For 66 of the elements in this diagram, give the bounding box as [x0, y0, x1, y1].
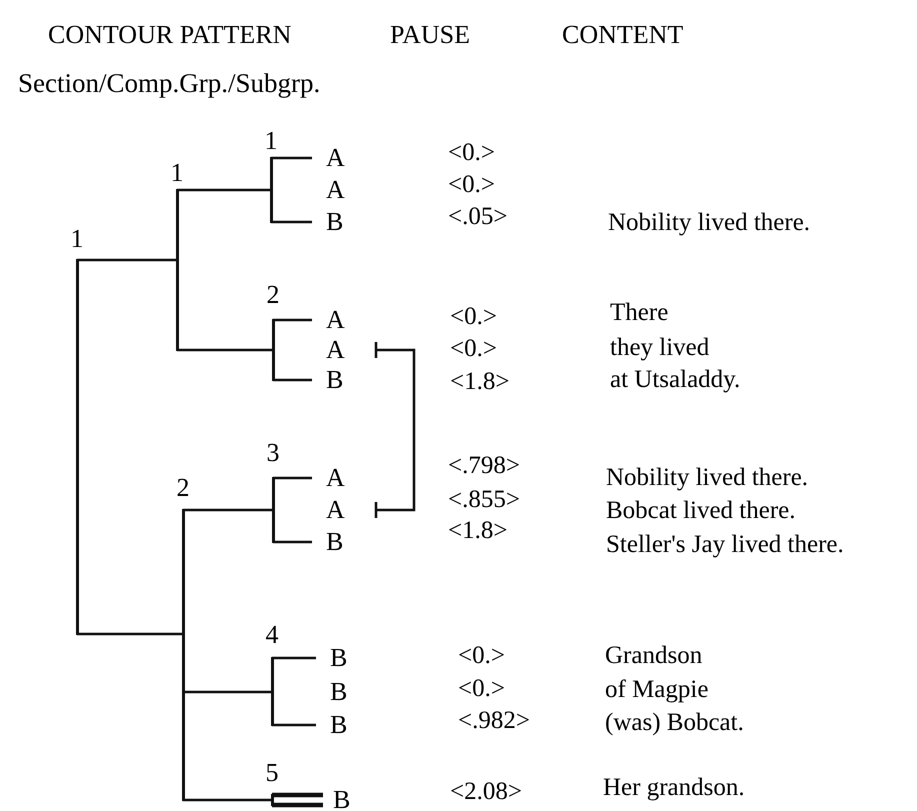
subgroup-letter: A — [326, 465, 346, 491]
content-text: they lived — [610, 333, 710, 363]
tree-line — [77, 632, 183, 636]
branch-number: 3 — [266, 440, 280, 466]
pause-value: <1.8> — [448, 516, 508, 546]
tree-line — [183, 508, 273, 512]
tree-line — [270, 792, 326, 808]
pause-value: <.855> — [448, 485, 520, 515]
content-text: Her grandson. — [603, 773, 745, 803]
pause-value: <.982> — [458, 706, 530, 736]
content-text: Nobility lived there. — [606, 463, 808, 493]
content-text: Bobcat lived there. — [606, 496, 796, 526]
tree-line — [77, 258, 177, 262]
branch-number: 1 — [264, 128, 278, 154]
pause-value: <0.> — [450, 302, 497, 332]
column-heading: CONTOUR PATTERN — [48, 20, 292, 50]
branch-number: 5 — [264, 760, 280, 786]
branch-number: 2 — [176, 475, 190, 501]
subgroup-letter: B — [330, 712, 348, 738]
tree-line — [272, 724, 316, 726]
pause-value: <0.> — [450, 334, 497, 364]
branch-number: 2 — [266, 282, 280, 308]
subgroup-letter: B — [330, 679, 348, 705]
tree-line — [273, 476, 312, 480]
branch-number: 4 — [264, 622, 280, 648]
content-text: Steller's Jay lived there. — [606, 530, 844, 560]
pause-value: <2.08> — [450, 777, 522, 807]
content-text: Grandson — [605, 641, 702, 671]
subgroup-letter: B — [326, 209, 344, 235]
tree-line — [273, 540, 312, 544]
content-text: (was) Bobcat. — [605, 708, 744, 738]
tree-line — [273, 318, 312, 322]
tree-line — [183, 798, 272, 802]
level-key-text: Section/Comp.Grp./Subgrp. — [18, 68, 320, 98]
tree-line — [183, 690, 272, 694]
branch-number: 1 — [70, 226, 84, 252]
content-text: of Magpie — [605, 675, 708, 705]
branch-number: 1 — [170, 160, 184, 186]
column-heading: CONTENT — [562, 20, 684, 50]
tree-line — [273, 378, 312, 382]
pause-value: <0.> — [448, 138, 495, 168]
subgroup-letter: B — [330, 645, 348, 671]
pause-value: <0.> — [448, 170, 495, 200]
tree-line — [271, 156, 312, 160]
bracket-line — [374, 340, 416, 520]
tree-line — [177, 348, 273, 352]
pause-value: <.798> — [448, 451, 520, 481]
subgroup-letter: B — [326, 367, 344, 393]
subgroup-letter: A — [326, 177, 346, 203]
subgroup-letter: A — [326, 145, 346, 171]
pause-value: <0.> — [458, 674, 505, 704]
pause-value: <1.8> — [450, 367, 510, 397]
pause-value: <.05> — [448, 202, 508, 232]
tree-line — [272, 656, 316, 660]
content-text: at Utsaladdy. — [610, 365, 740, 395]
tree-line — [271, 220, 312, 224]
subgroup-letter: B — [333, 787, 352, 811]
content-text: Nobility lived there. — [608, 208, 810, 238]
pause-value: <0.> — [458, 641, 505, 671]
subgroup-letter: A — [326, 337, 346, 363]
column-heading: PAUSE — [390, 20, 470, 50]
subgroup-letter: A — [326, 497, 346, 523]
tree-line — [177, 188, 271, 192]
subgroup-letter: A — [326, 307, 346, 333]
subgroup-letter: B — [326, 529, 344, 555]
content-text: There — [610, 298, 668, 328]
